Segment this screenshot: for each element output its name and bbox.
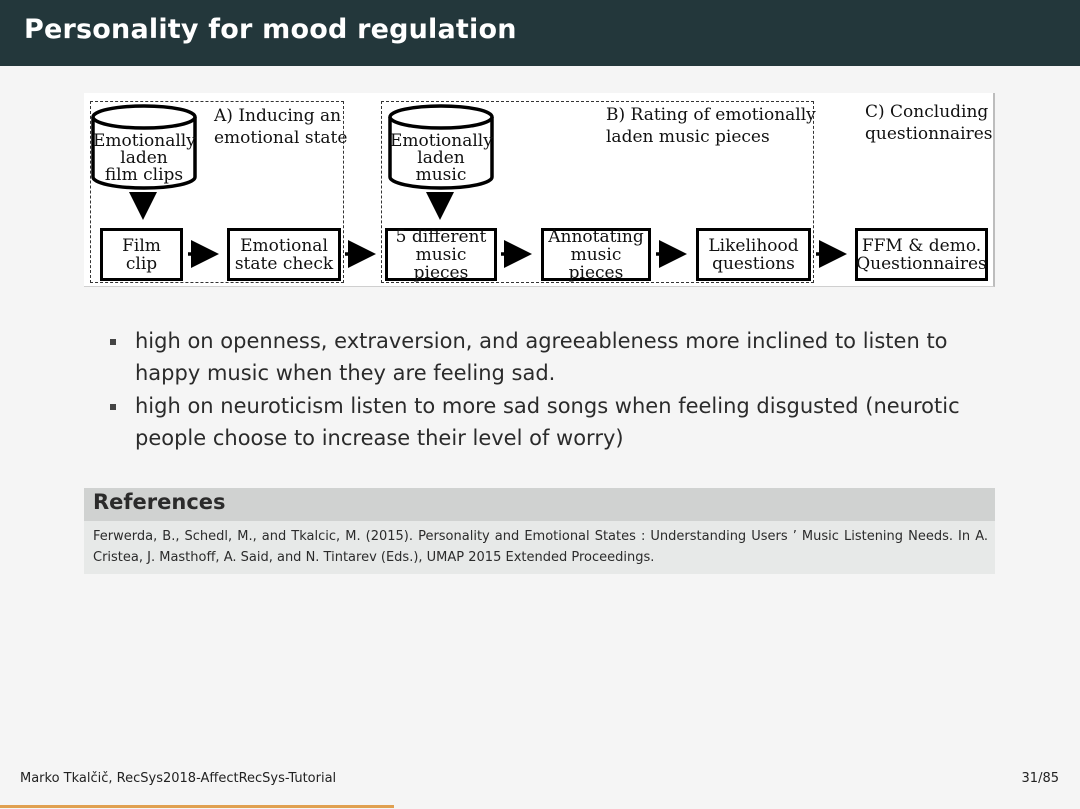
stage-a-label: A) Inducing an emotional state <box>214 106 348 148</box>
bullet-item: high on openness, extraversion, and agre… <box>108 325 1008 389</box>
stage-b-label: B) Rating of emotionally laden music pie… <box>606 105 816 147</box>
annotating-music-pieces-box: Annotating music pieces <box>541 228 651 282</box>
stage-a-box <box>90 101 344 283</box>
stage-c-label: C) Concluding questionnaires <box>865 102 993 144</box>
film-clips-database-label: Emotionally laden film clips <box>93 131 196 185</box>
bullet-square-icon <box>110 404 116 410</box>
bullet-item: high on neuroticism listen to more sad s… <box>108 390 1008 454</box>
five-music-pieces-box: 5 different music pieces <box>385 228 497 282</box>
music-database-icon <box>388 104 494 190</box>
references-header: References <box>84 488 995 521</box>
likelihood-questions-box: Likelihood questions <box>696 228 811 281</box>
references-heading: References <box>93 490 226 514</box>
diagram-arrows <box>91 104 847 268</box>
ffm-questionnaires-box: FFM & demo. Questionnaires <box>855 228 988 281</box>
reference-citation: Ferwerda, B., Schedl, M., and Tkalcic, M… <box>93 529 988 565</box>
film-clips-database-icon <box>91 104 197 190</box>
references-block: References Ferwerda, B., Schedl, M., and… <box>84 488 995 574</box>
music-database-label: Emotionally laden music <box>390 131 493 185</box>
bullet-list: high on openness, extraversion, and agre… <box>108 325 1008 455</box>
page-number: 31/85 <box>1021 771 1059 786</box>
title-bar: Personality for mood regulation <box>0 0 1080 66</box>
slide-title: Personality for mood regulation <box>24 14 517 45</box>
slide-progress-bar <box>0 805 394 808</box>
study-flow-diagram: A) Inducing an emotional state B) Rating… <box>84 93 995 287</box>
footer-author: Marko Tkalčič, RecSys2018-AffectRecSys-T… <box>20 771 337 786</box>
emotional-state-check-box: Emotional state check <box>227 228 341 281</box>
stage-b-box <box>381 101 814 283</box>
bullet-square-icon <box>110 339 116 345</box>
film-clip-box: Film clip <box>100 228 183 281</box>
